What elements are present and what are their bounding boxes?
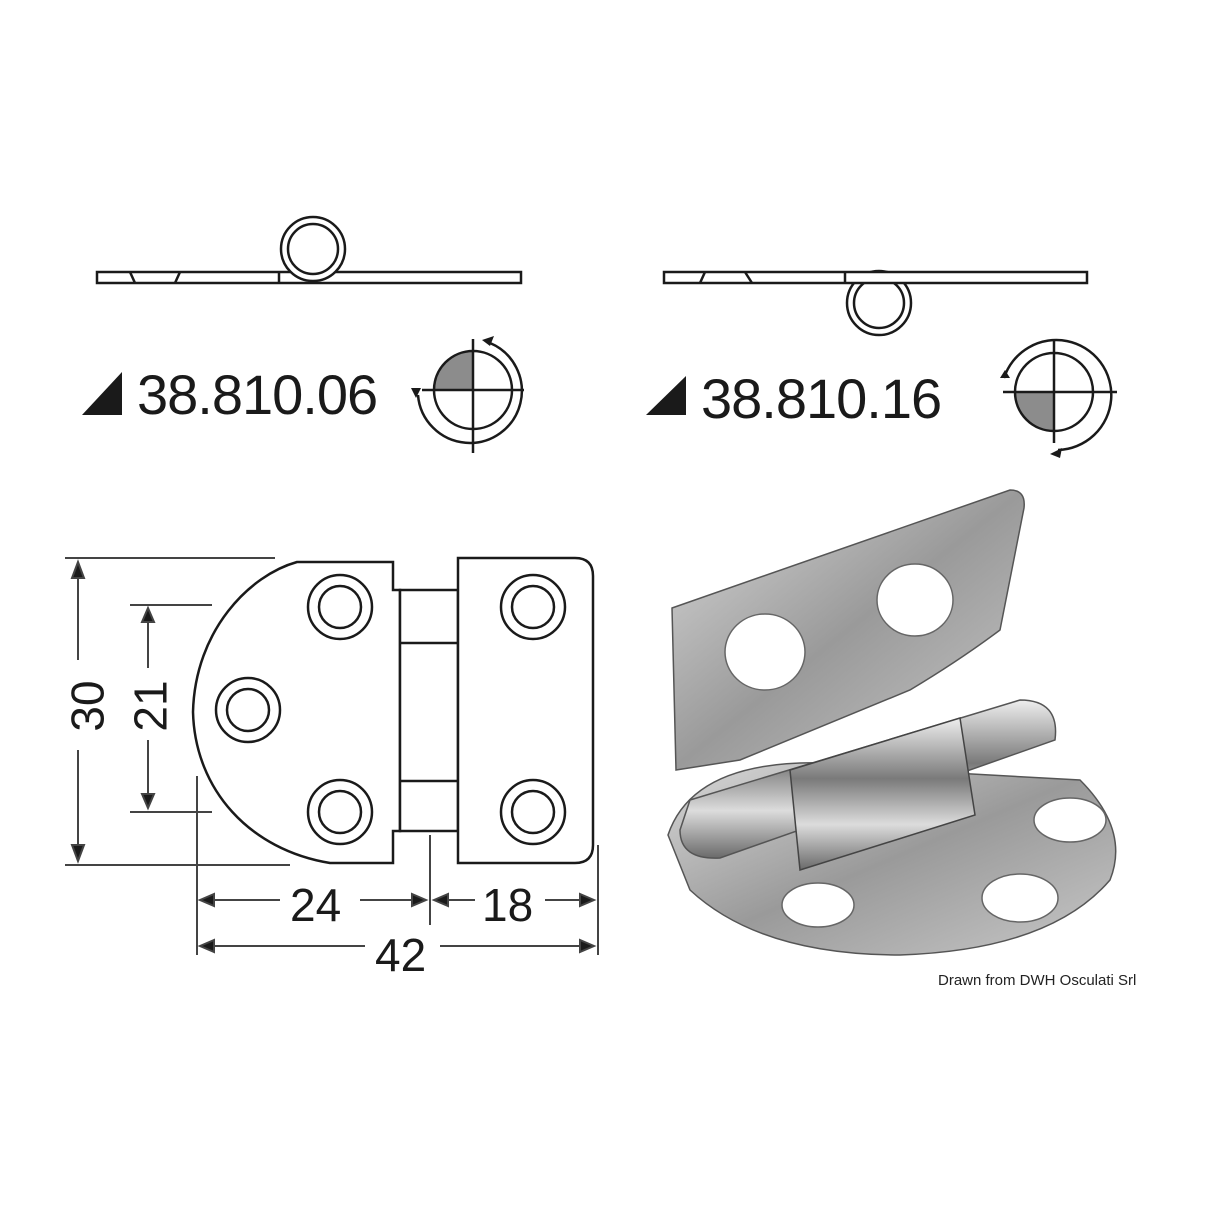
part-code-pin-above: 38.810.06 bbox=[137, 363, 378, 426]
dim-overall-width: 42 bbox=[375, 929, 427, 981]
credit-text: Drawn from DWH Osculati Srl bbox=[938, 972, 1137, 989]
dim-left-leaf-width: 24 bbox=[290, 879, 342, 931]
hinge-photo bbox=[667, 489, 1117, 956]
part-code-pin-below: 38.810.16 bbox=[701, 367, 942, 430]
side-view-pin-below bbox=[662, 269, 1089, 337]
rotation-ccw-icon bbox=[411, 336, 524, 453]
triangle-marker-icon bbox=[646, 376, 686, 415]
plan-view-hinge bbox=[191, 556, 595, 865]
dimension-lines bbox=[65, 557, 599, 955]
dim-hole-spacing: 21 bbox=[124, 680, 177, 732]
side-view-pin-above bbox=[95, 215, 523, 285]
dim-overall-height: 30 bbox=[61, 680, 114, 732]
rotation-cw-icon bbox=[1000, 338, 1117, 458]
triangle-marker-icon bbox=[82, 372, 122, 415]
dim-right-leaf-width: 18 bbox=[482, 879, 534, 931]
